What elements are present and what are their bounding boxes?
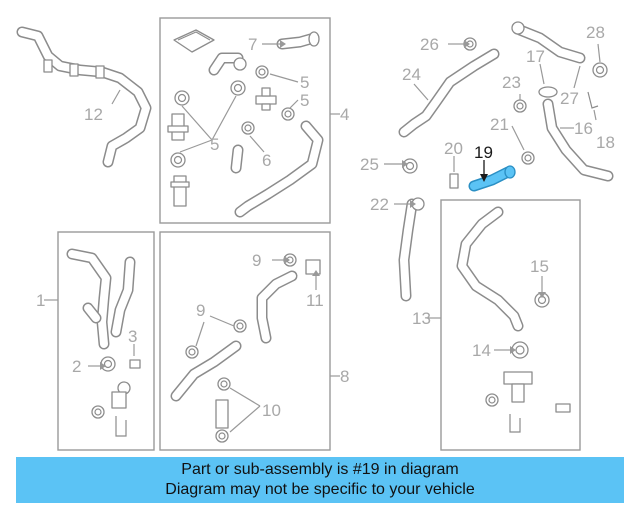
part-5-clamp-e [170,152,186,168]
box-group-13 [440,199,581,451]
callout-11: 11 [306,291,324,310]
callout-5-upper: 5 [300,73,309,92]
callout-9-mid: 9 [196,301,205,320]
callout-3: 3 [128,327,137,346]
callout-17: 17 [526,47,545,66]
part-5-clamp-b [174,90,190,106]
part-valve [167,113,189,141]
banner-line-1: Part or sub-assembly is #19 in diagram [181,461,459,478]
callout-14: 14 [472,341,491,360]
callout-13: 13 [412,309,431,328]
part-6-clamp [241,121,255,135]
callout-12: 12 [84,105,103,124]
part-11-connector [305,259,321,275]
part-2-clamp [100,356,116,372]
part-long-hose-4 [234,120,324,218]
part-25-clamp [402,158,418,174]
part-fitting-4 [170,175,190,207]
part-13-hose [456,206,524,332]
leader-arrows [100,40,546,370]
part-3-clip [129,359,141,369]
callout-10: 10 [262,401,281,420]
banner-line-2: Diagram may not be specific to your vehi… [165,481,475,498]
part-top-right-hose [511,21,586,64]
part-14-clamp [511,341,529,359]
part-hose-group-1 [66,248,136,350]
part-hose-group-8 [170,270,298,402]
part-9-clamp-mid [233,319,247,333]
callout-2: 2 [72,357,81,376]
callout-23: 23 [502,73,521,92]
part-10-clamp-a [217,377,231,391]
callout-19: 19 [474,143,493,162]
part-10-clamp-b [215,429,229,443]
part-short-hose-4 [230,144,244,174]
part-18-clip [587,91,599,109]
callout-21: 21 [490,115,509,134]
part-20-plug [449,173,459,189]
part-16-pipe [542,98,614,182]
callout-5-left: 5 [210,135,219,154]
callout-28: 28 [586,23,605,42]
part-1-fitting-a [111,381,131,409]
part-19-hose-highlighted [468,165,516,192]
part-28-clamp [592,62,608,78]
callout-9-top: 9 [252,251,261,270]
callout-22: 22 [370,195,389,214]
callout-24: 24 [402,65,421,84]
callout-4: 4 [340,105,349,124]
box-group-4 [159,17,331,224]
part-5-clamp-a [255,65,269,79]
part-24-hose [398,48,500,138]
leader-lines [44,43,601,433]
part-5-clamp-c [230,80,246,96]
part-13-sensor-small [555,403,571,413]
part-17-oring [538,86,558,98]
part-5-clamp-d [281,107,295,121]
info-banner: Part or sub-assembly is #19 in diagram D… [16,457,624,503]
part-21-clamp [521,151,535,165]
part-tee-connector [255,87,277,111]
part-13-clamp-small [485,393,499,407]
part-13-bracket [509,414,521,433]
callout-5-right: 5 [300,91,309,110]
part-7-hose [276,31,320,50]
part-1-bracket [115,416,127,437]
callout-20: 20 [444,139,463,158]
callout-1: 1 [36,291,45,310]
part-10-pipe [215,399,229,429]
part-8-clamp-left [185,345,199,359]
part-23-clamp [513,99,527,113]
part-22-pipe [398,197,425,302]
part-1-clamp-small [91,405,105,419]
callout-18: 18 [596,133,615,152]
callout-15: 15 [530,257,549,276]
box-group-1 [57,231,155,451]
box-group-8 [159,231,331,451]
part-13-tee [503,371,533,403]
callout-8: 8 [340,367,349,386]
callout-25: 25 [360,155,379,174]
callout-27: 27 [560,89,579,108]
part-hose-upper-4 [208,52,247,76]
part-12-pipe [16,26,152,168]
part-pad [173,29,215,53]
callout-16: 16 [574,119,593,138]
callout-6: 6 [262,151,271,170]
callout-26: 26 [420,35,439,54]
callout-7: 7 [248,35,257,54]
callout-19-arrow [480,160,488,182]
